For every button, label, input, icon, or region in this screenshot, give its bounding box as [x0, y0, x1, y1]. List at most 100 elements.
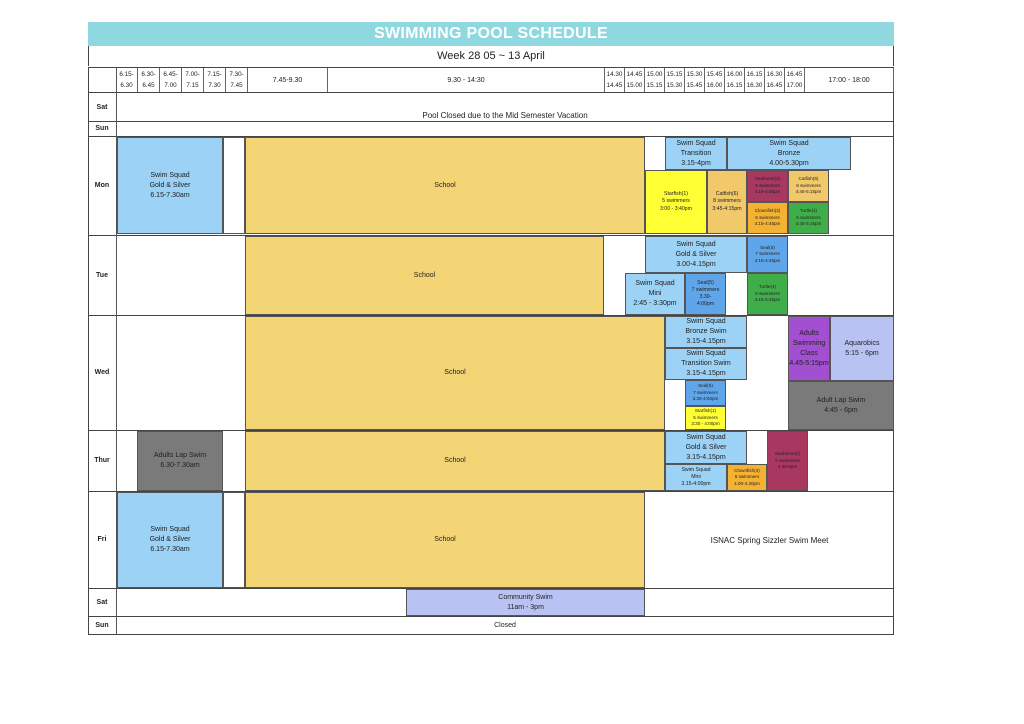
time-header-cell: 15.45 16.00 — [705, 68, 725, 92]
weekend-closed-note: Pool Closed due to the Mid Semester Vaca… — [422, 110, 588, 120]
time-header-cell: 6.45- 7.00 — [160, 68, 182, 92]
cell-line: 4:45-5:15pm — [795, 221, 822, 227]
cell-line: Swim Squad — [150, 526, 190, 533]
cell-line: Gold & Silver — [685, 443, 727, 451]
cell-line: Bronze Swim — [685, 328, 727, 335]
cell-line: 4.00-5.30pm — [769, 159, 809, 167]
fri-empty-slot — [223, 492, 245, 588]
cell-line: Seahorse(2) — [774, 451, 801, 457]
time-header-cell: 9.30 - 14:30 — [328, 68, 605, 92]
cell-line: Aquarobics — [844, 339, 880, 347]
row-divider — [88, 430, 894, 431]
cell-line: Seal(5) — [698, 383, 713, 389]
page-title: SWIMMING POOL SCHEDULE — [88, 22, 894, 46]
cell-line: Turtle(4) — [799, 208, 818, 214]
row-divider — [88, 315, 894, 316]
cell-line: Seal(5) — [760, 244, 775, 250]
cell-line: Starfish(1) — [664, 191, 688, 198]
cell-line: 3.15-4pm — [681, 159, 711, 167]
cell-line: 4.45-5:15pm — [789, 359, 829, 367]
cell-line: Turtle(4) — [758, 284, 777, 290]
time-header-cell: 15.15 15.30 — [665, 68, 685, 92]
time-header-cell: 17:00 - 18:00 — [805, 68, 894, 92]
cell-line: Swimming — [792, 339, 826, 347]
day-sat-1: Sat — [96, 103, 108, 111]
cell-line: Class — [800, 349, 818, 357]
day-tue: Tue — [96, 271, 108, 279]
cell-line: 6.30-7.30am — [160, 462, 200, 469]
cell-line: Swim Squad — [150, 171, 190, 179]
cell-line: Swim Squad — [676, 139, 716, 147]
time-header-cell: 15.00 15.15 — [645, 68, 665, 92]
tue-school: School — [245, 236, 604, 315]
day-mon: Mon — [94, 182, 110, 189]
time-header-cell: 16.15 16.30 — [745, 68, 765, 92]
cell-line: 8 swimmers — [713, 198, 741, 205]
sun-closed: Closed — [494, 622, 516, 629]
cell-line: 3.30- — [699, 294, 712, 300]
time-header-cell: 15.30 15.45 — [685, 68, 705, 92]
cell-line: 3.15-4.15pm — [686, 453, 726, 461]
cell-line: Swim Squad — [686, 433, 726, 441]
day-wed: Wed — [94, 369, 110, 376]
cell-line: 3.15-4:00pm — [681, 481, 711, 488]
cell-line: Catfish(6) — [715, 191, 739, 198]
day-sun-2: Sun — [95, 621, 109, 629]
mon-school: School — [245, 137, 645, 234]
cell-line: 4:00pm — [696, 301, 715, 308]
day-sat-2: Sat — [96, 598, 108, 606]
cell-line: 6 swimmers — [755, 214, 780, 220]
cell-line: Gold & Silver — [149, 536, 191, 543]
cell-line: 4:45-5:15pm — [795, 189, 822, 195]
cell-line: Clownfish(3) — [754, 208, 781, 214]
cell-line: 4:45 - 6pm — [824, 406, 858, 414]
cell-line: 3.30-4:00pm — [692, 396, 719, 402]
time-header-cell: 6.15- 6.30 — [116, 68, 138, 92]
time-header-cell: 7.30- 7.45 — [226, 68, 248, 92]
fri-school: School — [245, 492, 645, 588]
cell-line: 3.00-4.15pm — [676, 260, 716, 268]
cell-line: 6.15-7.30am — [150, 191, 190, 199]
cell-line: Swim Squad — [686, 318, 726, 325]
cell-line: 3:45-4:15pm — [712, 205, 742, 212]
cell-line: 7 swimmers — [693, 389, 718, 395]
cell-line: Swim Squad — [676, 240, 716, 248]
cell-line: Adults Lap Swim — [153, 452, 207, 459]
time-header-cell: 16.45 17.00 — [785, 68, 805, 92]
cell-line: 7 swimmers — [691, 286, 720, 293]
cell-line: Swim Squad — [686, 350, 726, 357]
cell-line: 6 swimmers — [796, 214, 821, 220]
cell-line: Swim Squad — [769, 139, 809, 147]
time-header-cell: 7.00- 7.15 — [182, 68, 204, 92]
cell-line: 4:15-4:45pm — [754, 189, 781, 195]
cell-line: Community Swim — [498, 593, 553, 601]
cell-line: 5 swimmers — [755, 182, 780, 188]
row-divider — [88, 121, 894, 122]
cell-line: 5 swimmers — [693, 414, 718, 420]
cell-line: Swim Squad — [681, 466, 711, 473]
cell-line: 2:45 - 3:30pm — [633, 300, 677, 307]
cell-line: Transition Swim — [681, 360, 731, 367]
cell-line: 8 swimmers — [796, 182, 821, 188]
time-header-cell: 14.45 15.00 — [625, 68, 645, 92]
thur-adults-lap-swim: Adults Lap Swim 6.30-7.30am — [137, 431, 223, 491]
wed-school: School — [245, 316, 665, 430]
wed-adult-lap-swim: Adult Lap Swim 4:45 - 6pm — [788, 381, 894, 430]
cell-line: 5:15 - 6pm — [845, 349, 879, 357]
cell-line: Adult Lap Swim — [816, 396, 866, 404]
